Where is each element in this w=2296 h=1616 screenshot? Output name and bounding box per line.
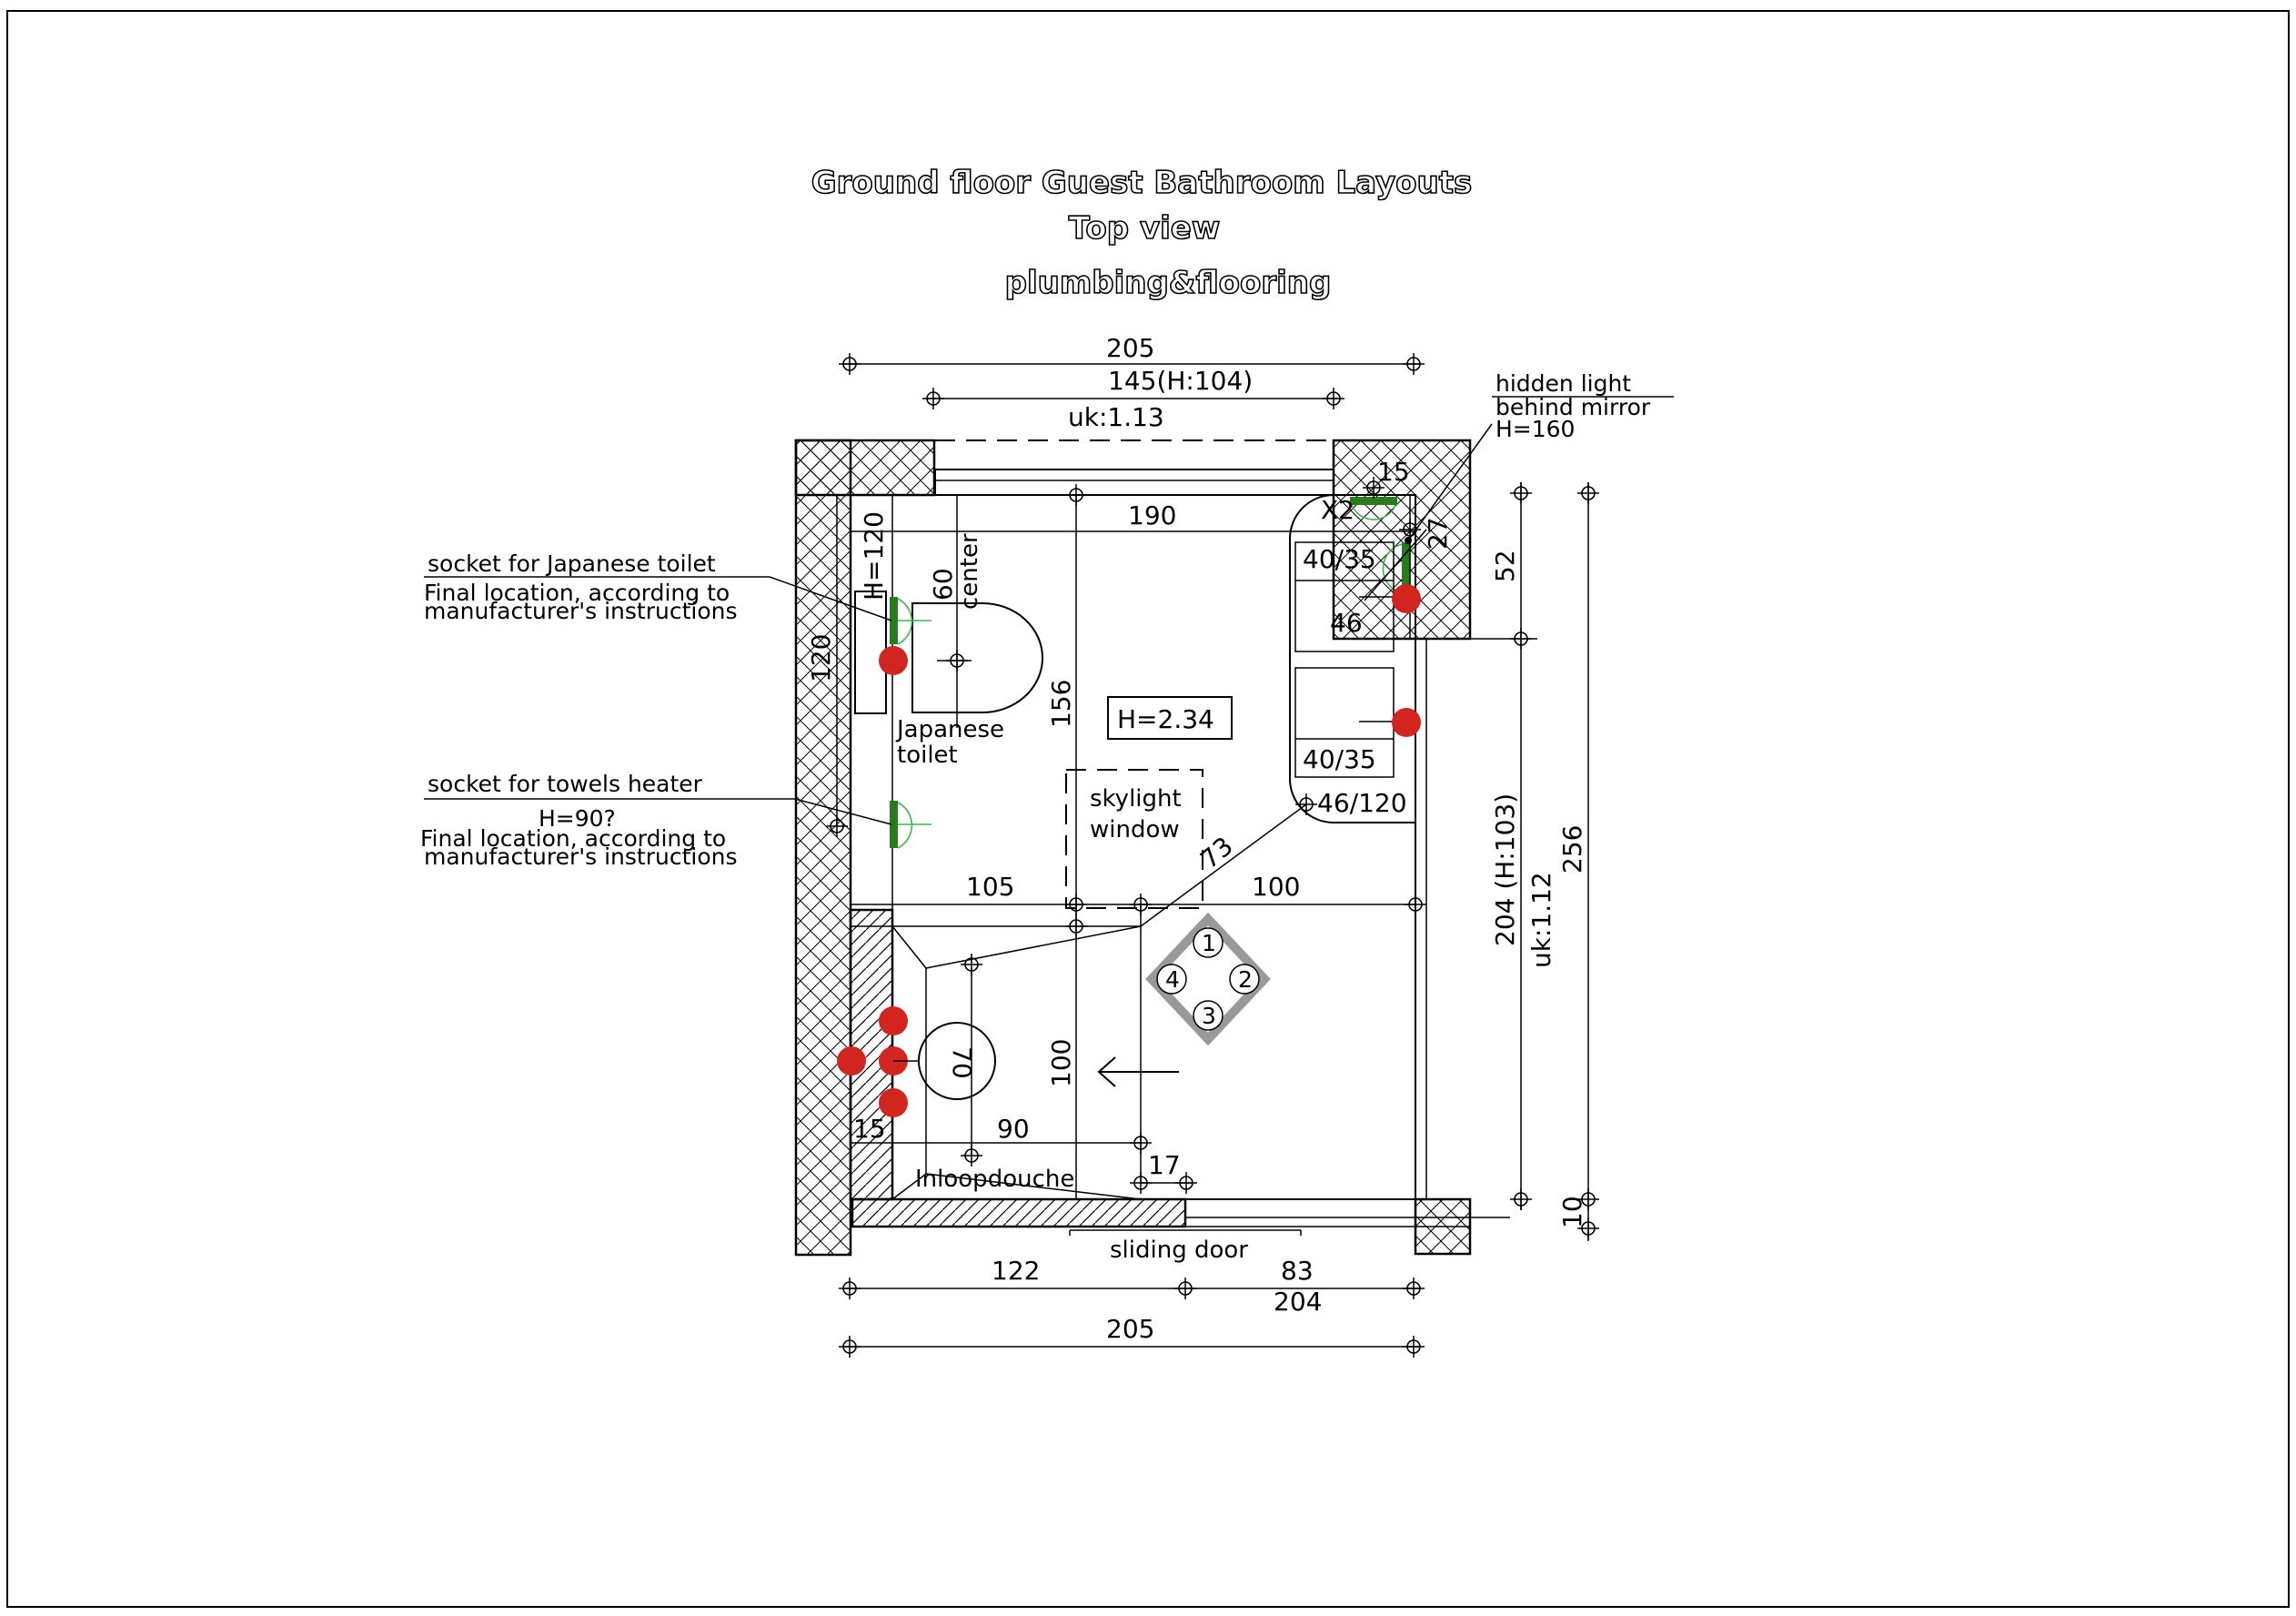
dim-156: 156 xyxy=(1046,680,1076,728)
dim-bottom-205: 205 xyxy=(1106,1314,1154,1344)
sheet-border xyxy=(6,10,2290,1608)
ceiling-info: H=2.34 skylight window xyxy=(1065,696,1233,909)
plumbing-toilet xyxy=(879,646,908,675)
dim-100: 100 xyxy=(1252,872,1300,902)
ceiling-height: H=2.34 xyxy=(1117,704,1214,734)
dim-17: 17 xyxy=(1148,1150,1181,1180)
japanese-toilet: H=120 60 center Japanese toilet xyxy=(854,495,1043,769)
note-socket-toilet-line2: manufacturer's instructions xyxy=(424,598,738,624)
dim-top-uk: uk:1.13 xyxy=(1068,402,1164,432)
wall-bottom-threshold xyxy=(851,1197,1187,1228)
compass-3: 3 xyxy=(1202,1003,1216,1029)
window-frame xyxy=(934,469,1334,496)
plumbing-sink-top xyxy=(1392,584,1421,613)
note-socket-toilet-line1: Final location, according to xyxy=(424,580,730,606)
title-line-2: Top view xyxy=(1069,210,1221,247)
note-socket-towel-line1: Final location, according to xyxy=(420,825,726,852)
note-hidden-light-1: hidden light xyxy=(1495,370,1631,397)
skylight-window xyxy=(1065,769,1203,909)
note-socket-towel: socket for towels heater H=90? Final loc… xyxy=(420,771,892,870)
socket-mirror-top xyxy=(1350,497,1397,505)
dim-90: 90 xyxy=(997,1114,1030,1144)
dim-15: 15 xyxy=(853,1114,886,1144)
dim-top-total: 205 xyxy=(1106,333,1154,363)
note-hidden-light: hidden light behind mirror H=160 xyxy=(1405,370,1674,544)
dim-interior-width: 190 xyxy=(1128,500,1176,530)
center-label: center xyxy=(956,533,983,610)
dim-bottom-122: 122 xyxy=(992,1256,1040,1286)
dim-x2: X2 xyxy=(1321,495,1354,525)
dim-70: 70 xyxy=(947,1046,977,1079)
sink-top-46: 46 xyxy=(1330,608,1363,638)
compass-2: 2 xyxy=(1238,966,1253,993)
note-socket-toilet: socket for Japanese toilet Final locatio… xyxy=(424,550,892,624)
ceiling-height-box xyxy=(1107,696,1233,740)
socket-toilet xyxy=(890,597,898,644)
orientation-compass: 1 2 3 4 xyxy=(1145,912,1271,1046)
dim-bottom-204: 204 xyxy=(1274,1287,1322,1317)
dim-h120: H=120 xyxy=(859,511,889,601)
plumbing-shower-top xyxy=(879,1006,908,1035)
title-block: Ground floor Guest Bathroom Layouts Top … xyxy=(811,164,1473,302)
plumbing-shower-left xyxy=(837,1046,866,1076)
toilet-label-1: Japanese xyxy=(895,716,1004,743)
shower-label: Inloopdouche xyxy=(915,1166,1074,1193)
walls xyxy=(794,439,1510,1257)
dim-bottom-83: 83 xyxy=(1281,1256,1314,1286)
sliding-door-label: sliding door xyxy=(1110,1237,1248,1264)
dim-27: 27 xyxy=(1423,517,1453,550)
vanity-outline xyxy=(1289,494,1416,823)
plumbing-shower-bottom xyxy=(879,1088,908,1117)
note-hidden-light-2: behind mirror xyxy=(1495,394,1651,420)
dim-73: 73 xyxy=(1194,831,1239,874)
note-socket-towel-title: socket for towels heater xyxy=(428,771,703,797)
interior-dimensions: 190 156 100 105 100 73 15 90 17 120 xyxy=(806,483,1427,1200)
sink-top-size: 40/35 xyxy=(1303,544,1376,574)
dim-right-uk: uk:1.12 xyxy=(1526,872,1556,968)
vanity: 40/35 46 40/35 46/120 X2 15 27 xyxy=(1289,457,1453,823)
note-socket-toilet-title: socket for Japanese toilet xyxy=(428,550,716,577)
skylight-label-1: skylight xyxy=(1090,785,1182,813)
dim-left-120: 120 xyxy=(806,634,836,682)
right-dimensions: 52 204 (H:103) uk:1.12 256 10 xyxy=(1470,481,1600,1241)
compass-4: 4 xyxy=(1165,966,1180,993)
title-line-3: plumbing&flooring xyxy=(1005,265,1332,301)
dim-105: 105 xyxy=(966,872,1014,902)
toilet-bowl xyxy=(911,602,1043,713)
bottom-dimensions: 122 83 204 205 xyxy=(838,1256,1425,1358)
note-hidden-light-3: H=160 xyxy=(1495,416,1575,442)
dim-256: 256 xyxy=(1557,825,1587,874)
title-line-1: Ground floor Guest Bathroom Layouts xyxy=(811,165,1472,201)
dim-v100: 100 xyxy=(1046,1039,1076,1087)
plumbing-sink-bottom xyxy=(1392,708,1421,737)
sink-bottom-size: 40/35 xyxy=(1303,744,1376,774)
compass-1: 1 xyxy=(1202,930,1216,956)
plumbing-points xyxy=(837,584,1421,1117)
socket-towel-heater xyxy=(890,801,898,848)
skylight-label-2: window xyxy=(1090,816,1180,843)
cabinet-size: 46/120 xyxy=(1317,788,1407,818)
dim-10: 10 xyxy=(1557,1196,1587,1228)
note-socket-towel-h: H=90? xyxy=(539,805,616,832)
dim-center-60: 60 xyxy=(928,568,958,601)
dim-right-204: 204 (H:103) xyxy=(1490,793,1520,946)
top-dimensions: 205 145(H:104) uk:1.13 xyxy=(838,333,1425,441)
wall-top-left xyxy=(794,439,936,497)
socket-mirror-side xyxy=(1402,542,1410,595)
dim-mirror-15: 15 xyxy=(1377,457,1410,487)
toilet-label-2: toilet xyxy=(897,742,958,769)
dim-top-window: 145(H:104) xyxy=(1108,366,1253,396)
dim-52: 52 xyxy=(1490,550,1520,582)
wall-left xyxy=(794,439,852,1257)
note-socket-towel-line2: manufacturer's instructions xyxy=(424,843,738,870)
